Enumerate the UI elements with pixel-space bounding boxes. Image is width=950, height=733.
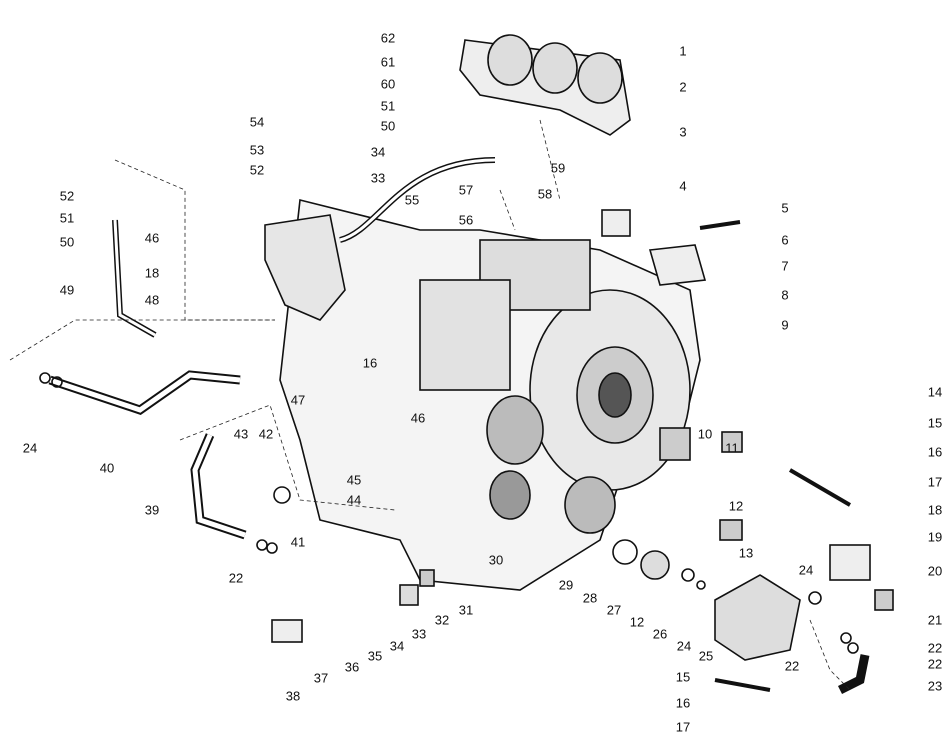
part-label: 51 (380, 98, 396, 114)
part-label: 60 (380, 76, 396, 92)
dashed-guides (9, 119, 851, 691)
part-label: 16 (927, 444, 943, 460)
part-label: 4 (679, 178, 687, 194)
part-label: 31 (458, 602, 474, 618)
part-label: 22 (927, 640, 943, 656)
part-label: 61 (380, 54, 396, 70)
part-label: 19 (927, 529, 943, 545)
part-label: 58 (537, 186, 553, 202)
pump-13 (714, 574, 801, 661)
part-label: 49 (59, 282, 75, 298)
part-label: 45 (346, 472, 362, 488)
part-label: 54 (249, 114, 265, 130)
part-label: 28 (582, 590, 598, 606)
part-label: 8 (781, 287, 789, 303)
part-label: 46 (144, 230, 160, 246)
part-label: 51 (59, 210, 75, 226)
part-label: 2 (679, 79, 687, 95)
part-label: 39 (144, 502, 160, 518)
part-label: 15 (675, 669, 691, 685)
part-label: 12 (728, 498, 744, 514)
part-label: 36 (344, 659, 360, 675)
pipe-23 (837, 654, 870, 695)
part-label: 34 (370, 144, 386, 160)
part-label: 62 (380, 30, 396, 46)
part-label: 7 (781, 258, 789, 274)
part-label: 24 (22, 440, 38, 456)
part-label: 40 (99, 460, 115, 476)
part-label: 13 (738, 545, 754, 561)
part-label: 17 (675, 719, 691, 733)
part-label: 3 (679, 124, 687, 140)
part-label: 22 (784, 658, 800, 674)
part-label: 10 (697, 426, 713, 442)
part-label: 55 (404, 192, 420, 208)
part-label: 20 (927, 563, 943, 579)
part-label: 23 (927, 678, 943, 694)
part-label: 30 (488, 552, 504, 568)
part-label: 41 (290, 534, 306, 550)
part-label: 37 (313, 670, 329, 686)
part-label: 24 (676, 638, 692, 654)
part-label: 57 (458, 182, 474, 198)
part-label: 59 (550, 160, 566, 176)
part-label: 53 (249, 142, 265, 158)
part-label: 32 (434, 612, 450, 628)
part-label: 52 (59, 188, 75, 204)
part-label: 18 (927, 502, 943, 518)
part-label: 25 (698, 648, 714, 664)
part-label: 50 (380, 118, 396, 134)
part-label: 22 (228, 570, 244, 586)
part-label: 50 (59, 234, 75, 250)
part-label: 18 (144, 265, 160, 281)
part-label: 44 (346, 492, 362, 508)
part-label: 38 (285, 688, 301, 704)
part-label: 26 (652, 626, 668, 642)
part-label: 21 (927, 612, 943, 628)
part-label: 9 (781, 317, 789, 333)
part-label: 42 (258, 426, 274, 442)
part-label: 16 (362, 355, 378, 371)
part-label: 34 (389, 638, 405, 654)
part-label: 12 (629, 614, 645, 630)
part-label: 27 (606, 602, 622, 618)
part-label: 33 (411, 626, 427, 642)
part-label: 46 (410, 410, 426, 426)
part-label: 35 (367, 648, 383, 664)
part-label: 11 (725, 440, 739, 456)
part-label: 52 (249, 162, 265, 178)
part-label: 24 (798, 562, 814, 578)
part-label: 5 (781, 200, 789, 216)
part-label: 22 (927, 656, 943, 672)
part-label: 1 (679, 43, 687, 59)
part-label: 17 (927, 474, 943, 490)
part-label: 56 (458, 212, 474, 228)
part-label: 16 (675, 695, 691, 711)
part-label: 29 (558, 577, 574, 593)
part-label: 33 (370, 170, 386, 186)
left-bracket (264, 214, 346, 321)
part-label: 6 (781, 232, 789, 248)
cover-plate (648, 244, 707, 286)
part-label: 47 (290, 392, 306, 408)
part-label: 48 (144, 292, 160, 308)
part-label: 43 (233, 426, 249, 442)
part-label: 14 (927, 384, 943, 400)
part-label: 15 (927, 415, 943, 431)
